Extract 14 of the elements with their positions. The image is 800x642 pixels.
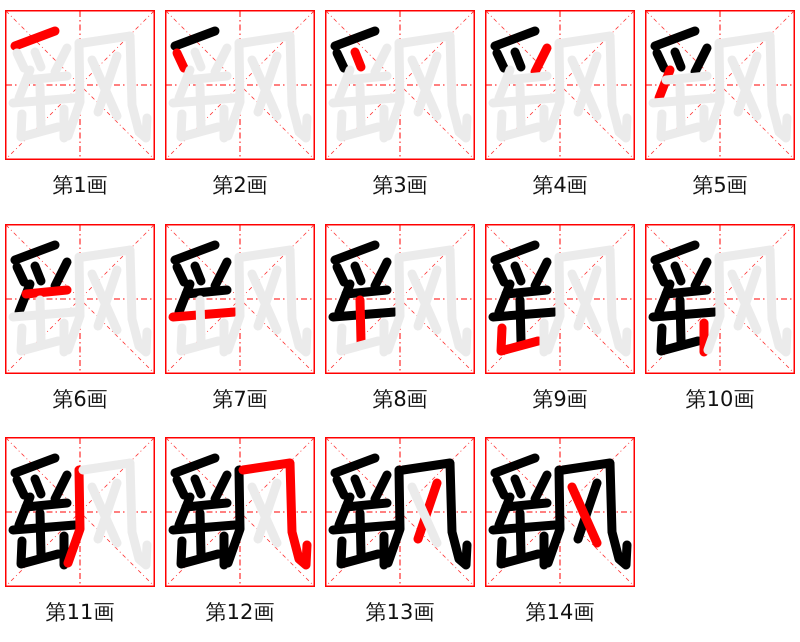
step-label: 第14画 — [526, 599, 594, 625]
step-label: 第1画 — [52, 172, 108, 198]
step-label: 第7画 — [212, 386, 268, 412]
step-label: 第3画 — [372, 172, 428, 198]
step-label: 第11画 — [46, 599, 114, 625]
step-label: 第12画 — [206, 599, 274, 625]
step-label: 第9画 — [532, 386, 588, 412]
step-label: 第5画 — [692, 172, 748, 198]
step-label: 第10画 — [686, 386, 754, 412]
step-label: 第2画 — [212, 172, 268, 198]
step-label: 第6画 — [52, 386, 108, 412]
step-label: 第4画 — [532, 172, 588, 198]
step-label: 第13画 — [366, 599, 434, 625]
step-label: 第8画 — [372, 386, 428, 412]
